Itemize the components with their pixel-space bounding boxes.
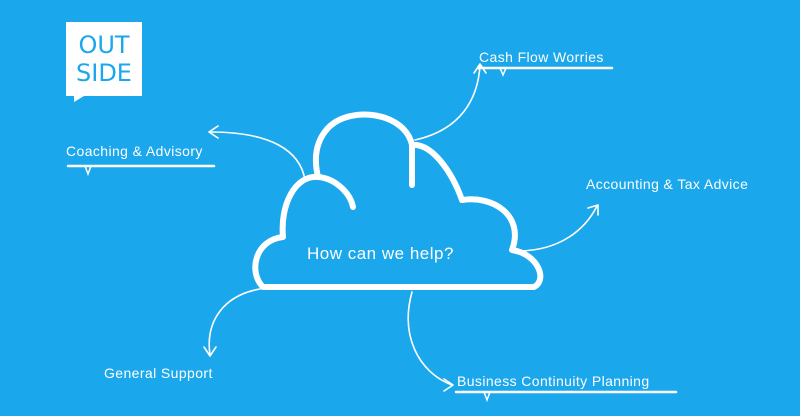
arrow-coaching bbox=[209, 131, 306, 181]
arrowhead-cash-flow bbox=[473, 63, 487, 74]
arrow-business-continuity bbox=[407, 291, 453, 386]
cloud-shape bbox=[252, 111, 544, 290]
connector-lines bbox=[203, 63, 599, 392]
label-business-continuity: Business Continuity Planning bbox=[457, 373, 650, 389]
arrow-accounting bbox=[519, 205, 598, 252]
arrowhead-accounting bbox=[587, 204, 599, 216]
logo-line-2: SIDE bbox=[76, 59, 132, 87]
label-general-support: General Support bbox=[104, 365, 213, 381]
label-underlines bbox=[66, 66, 678, 403]
center-question: How can we help? bbox=[307, 244, 454, 263]
arrowhead-business-continuity bbox=[443, 378, 454, 392]
arrow-general-support bbox=[208, 288, 261, 356]
label-cash-flow: Cash Flow Worries bbox=[479, 49, 604, 65]
logo-line-1: OUT bbox=[78, 31, 129, 59]
outside-logo: OUT SIDE bbox=[66, 22, 142, 102]
label-coaching: Coaching & Advisory bbox=[66, 143, 203, 159]
arrowhead-coaching bbox=[208, 125, 219, 139]
label-accounting: Accounting & Tax Advice bbox=[586, 176, 749, 192]
arrow-cash-flow bbox=[414, 64, 481, 141]
arrowhead-general-support bbox=[203, 346, 217, 357]
